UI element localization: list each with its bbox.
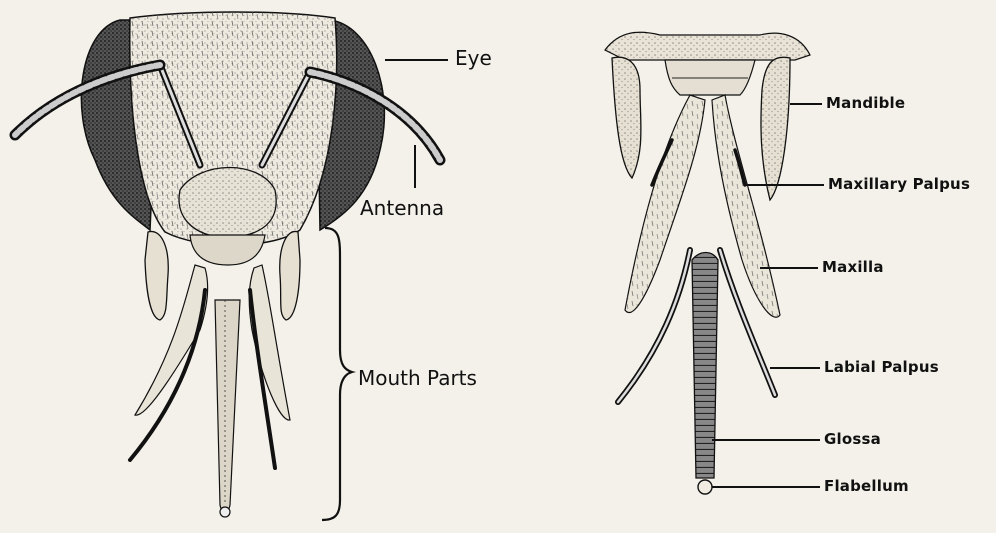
label-labial-palpus: Labial Palpus xyxy=(824,360,939,375)
label-antenna: Antenna xyxy=(360,198,444,218)
right-mandible xyxy=(280,231,300,320)
flabellum xyxy=(698,480,712,494)
label-mouth-parts: Mouth Parts xyxy=(358,368,477,388)
labrum xyxy=(190,235,265,265)
label-mandible: Mandible xyxy=(826,96,905,111)
label-eye: Eye xyxy=(455,48,492,68)
left-flabellum xyxy=(220,507,230,517)
left-mandible xyxy=(145,231,168,320)
glossa xyxy=(692,253,718,479)
left-head-figure xyxy=(15,12,448,520)
right-mouthparts-figure xyxy=(605,32,824,494)
label-flabellum: Flabellum xyxy=(824,479,909,494)
label-maxillary-palpus: Maxillary Palpus xyxy=(828,177,970,192)
label-maxilla: Maxilla xyxy=(822,260,884,275)
mouth-parts-brace xyxy=(322,228,352,520)
label-glossa: Glossa xyxy=(824,432,881,447)
left-glossa xyxy=(215,300,240,513)
